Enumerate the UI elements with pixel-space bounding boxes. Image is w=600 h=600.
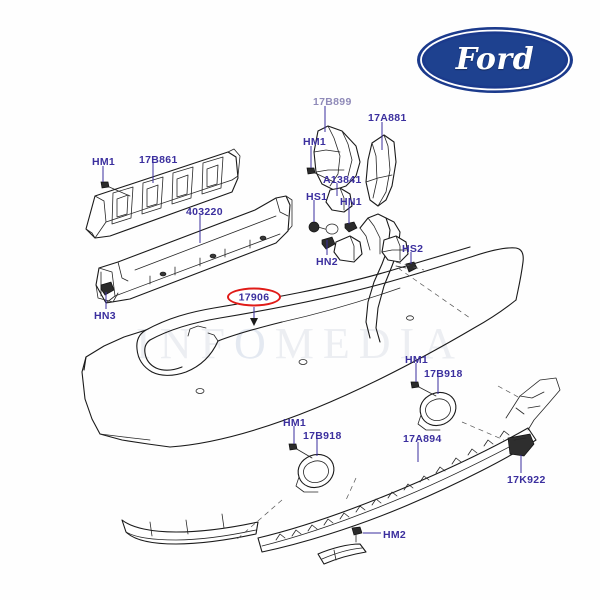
part-bottom-trim-clip: [317, 543, 367, 565]
assembly-guide-lines: [235, 261, 521, 541]
part-403220-reinforcement-beam: [95, 195, 293, 304]
callout-label-hm1[interactable]: HM1: [405, 354, 429, 366]
callout-label-17a894[interactable]: 17A894: [403, 433, 442, 445]
callout-label-hm1[interactable]: HM1: [92, 156, 116, 168]
part-lower-valance-left-end: [121, 513, 259, 545]
part-A13841-support-bracket: [313, 125, 361, 213]
callout-label-17k922[interactable]: 17K922: [507, 474, 546, 486]
callout-label-17b918[interactable]: 17B918: [424, 368, 463, 380]
part-17B918-bracket-center: [295, 453, 335, 493]
callout-label-17b861[interactable]: 17B861: [139, 154, 178, 166]
callout-label-hm1[interactable]: HM1: [283, 417, 307, 429]
callout-label-17b899[interactable]: 17B899: [313, 96, 352, 108]
leader-arrow-17906: [250, 318, 258, 326]
callout-label-hn3[interactable]: HN3: [94, 310, 116, 322]
callout-label-17a881[interactable]: 17A881: [368, 112, 407, 124]
callout-label-hs2[interactable]: HS2: [402, 243, 424, 255]
part-17A881-side-bracket: [365, 134, 397, 207]
ford-oval-svg: [417, 27, 573, 93]
ford-oval-pinstripe: [420, 29, 570, 91]
callout-label-hs1[interactable]: HS1: [306, 191, 328, 203]
callout-label-hn2[interactable]: HN2: [316, 256, 338, 268]
part-17K922-end-clip: [507, 433, 535, 457]
highlighted-part-callout[interactable]: 17906: [227, 287, 281, 307]
part-right-side-bracket-assembly: [333, 213, 409, 343]
part-17B918-bracket-right: [417, 391, 457, 431]
part-17B861-energy-absorber: [85, 148, 241, 239]
ford-logo: Ford: [415, 25, 575, 95]
callout-label-hm1[interactable]: HM1: [303, 136, 327, 148]
callout-label-hm2[interactable]: HM2: [383, 529, 407, 541]
callout-leader-lines: [102, 106, 522, 534]
ford-oval-inner: [425, 34, 565, 86]
callout-label-hn1[interactable]: HN1: [340, 196, 362, 208]
callout-label-a13841[interactable]: A13841: [323, 174, 362, 186]
part-17A894-lower-valance: [257, 377, 561, 553]
part-17906-rear-bumper-cover: [81, 246, 524, 448]
callout-label-403220[interactable]: 403220: [186, 206, 223, 218]
callout-label-17b918[interactable]: 17B918: [303, 430, 342, 442]
highlighted-part-number: 17906: [238, 291, 270, 303]
